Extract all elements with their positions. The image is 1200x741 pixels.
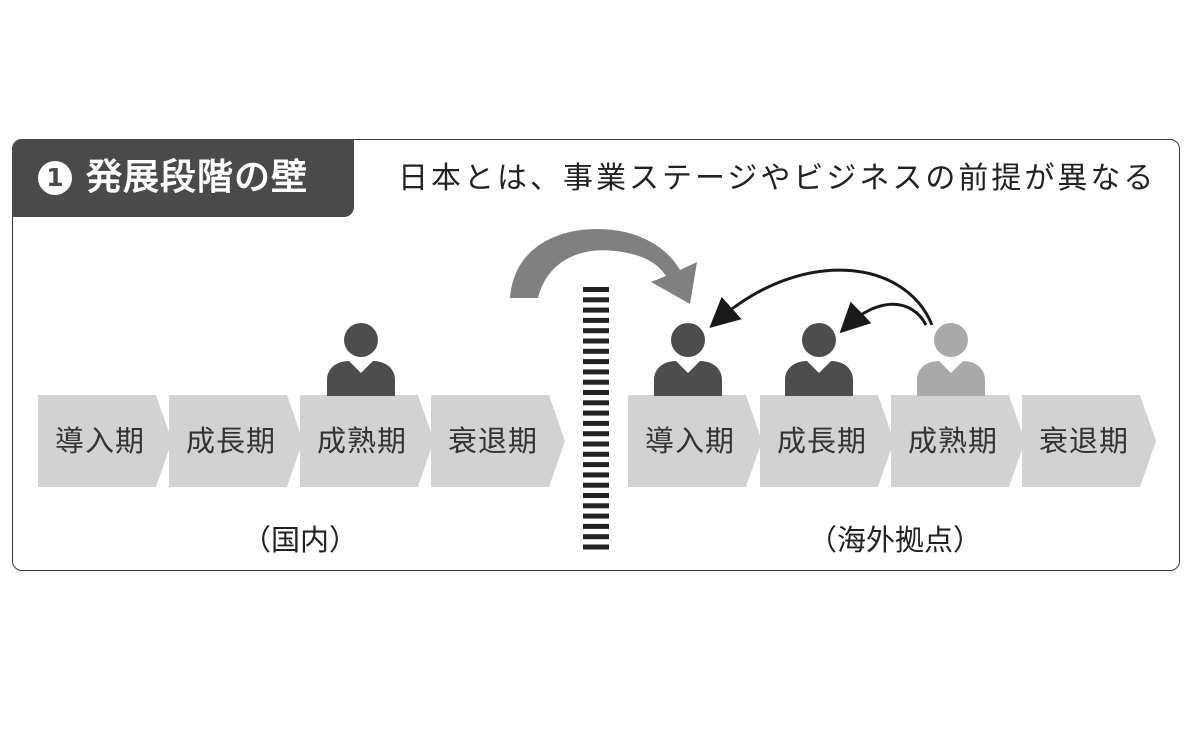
overseas-stage-maturity: 成熟期 [891,395,1025,487]
wall-stripe [583,441,609,447]
wall-stripe [583,348,609,354]
wall-stripe [583,493,609,498]
stage-label: 成長期 [185,424,276,458]
stage-label: 成熟期 [907,424,998,458]
wall-stripe [583,297,609,303]
wall-stripe [583,328,609,334]
wall-stripe [583,534,609,540]
stage-label: 導入期 [54,424,145,458]
arrow-to-introduction-icon [709,268,934,328]
overseas-stage-introduction: 導入期 [628,395,762,487]
arrow-to-growth-icon [839,301,928,334]
stage-label: 衰退期 [447,424,538,458]
title-number-badge: 1 [38,161,72,195]
subtitle: 日本とは、事業ステージやビジネスの前提が異なる [398,161,1157,196]
wall-stripe [583,410,609,416]
domestic-stage-decline: 衰退期 [431,395,565,487]
domestic-label: （国内） [241,523,358,557]
stage-label: 導入期 [644,424,735,458]
person-icon [327,323,395,396]
wall-stripe [583,462,609,468]
wall-stripe [583,369,609,375]
domestic-stage-introduction: 導入期 [38,395,172,487]
wall-stripe [583,379,609,385]
wall-stripe [583,544,609,550]
person-icon [917,323,985,396]
wall-stripe [583,523,609,529]
overseas-stage-growth: 成長期 [760,395,894,487]
wall-stripe [583,503,609,509]
wall-stripe [583,420,609,426]
curved-arrow-icon [510,228,697,304]
wall-stripe [583,451,609,457]
domestic-stage-growth: 成長期 [169,395,303,487]
wall-stripe [583,400,609,406]
wall-stripe [583,338,609,344]
wall-stripe [583,307,609,313]
wall-icon [583,285,609,550]
wall-stripe [583,472,609,478]
title-text: 発展段階の壁 [86,157,309,198]
person-icon [654,323,722,396]
wall-stripe [583,359,609,365]
domestic-stage-maturity: 成熟期 [300,395,434,487]
wall-stripe [583,317,609,323]
overseas-stage-decline: 衰退期 [1022,395,1156,487]
wall-stripe [583,431,609,437]
stage-label: 衰退期 [1038,424,1129,458]
wall-stripe [583,482,609,488]
wall-stripe [583,513,609,519]
diagram-frame [12,139,1180,571]
stage-label: 成長期 [776,424,867,458]
wall-stripe [583,287,609,292]
stage-label: 成熟期 [316,424,407,458]
wall-stripe [583,390,609,395]
person-icon [785,323,853,396]
overseas-label: （海外拠点） [807,523,982,557]
